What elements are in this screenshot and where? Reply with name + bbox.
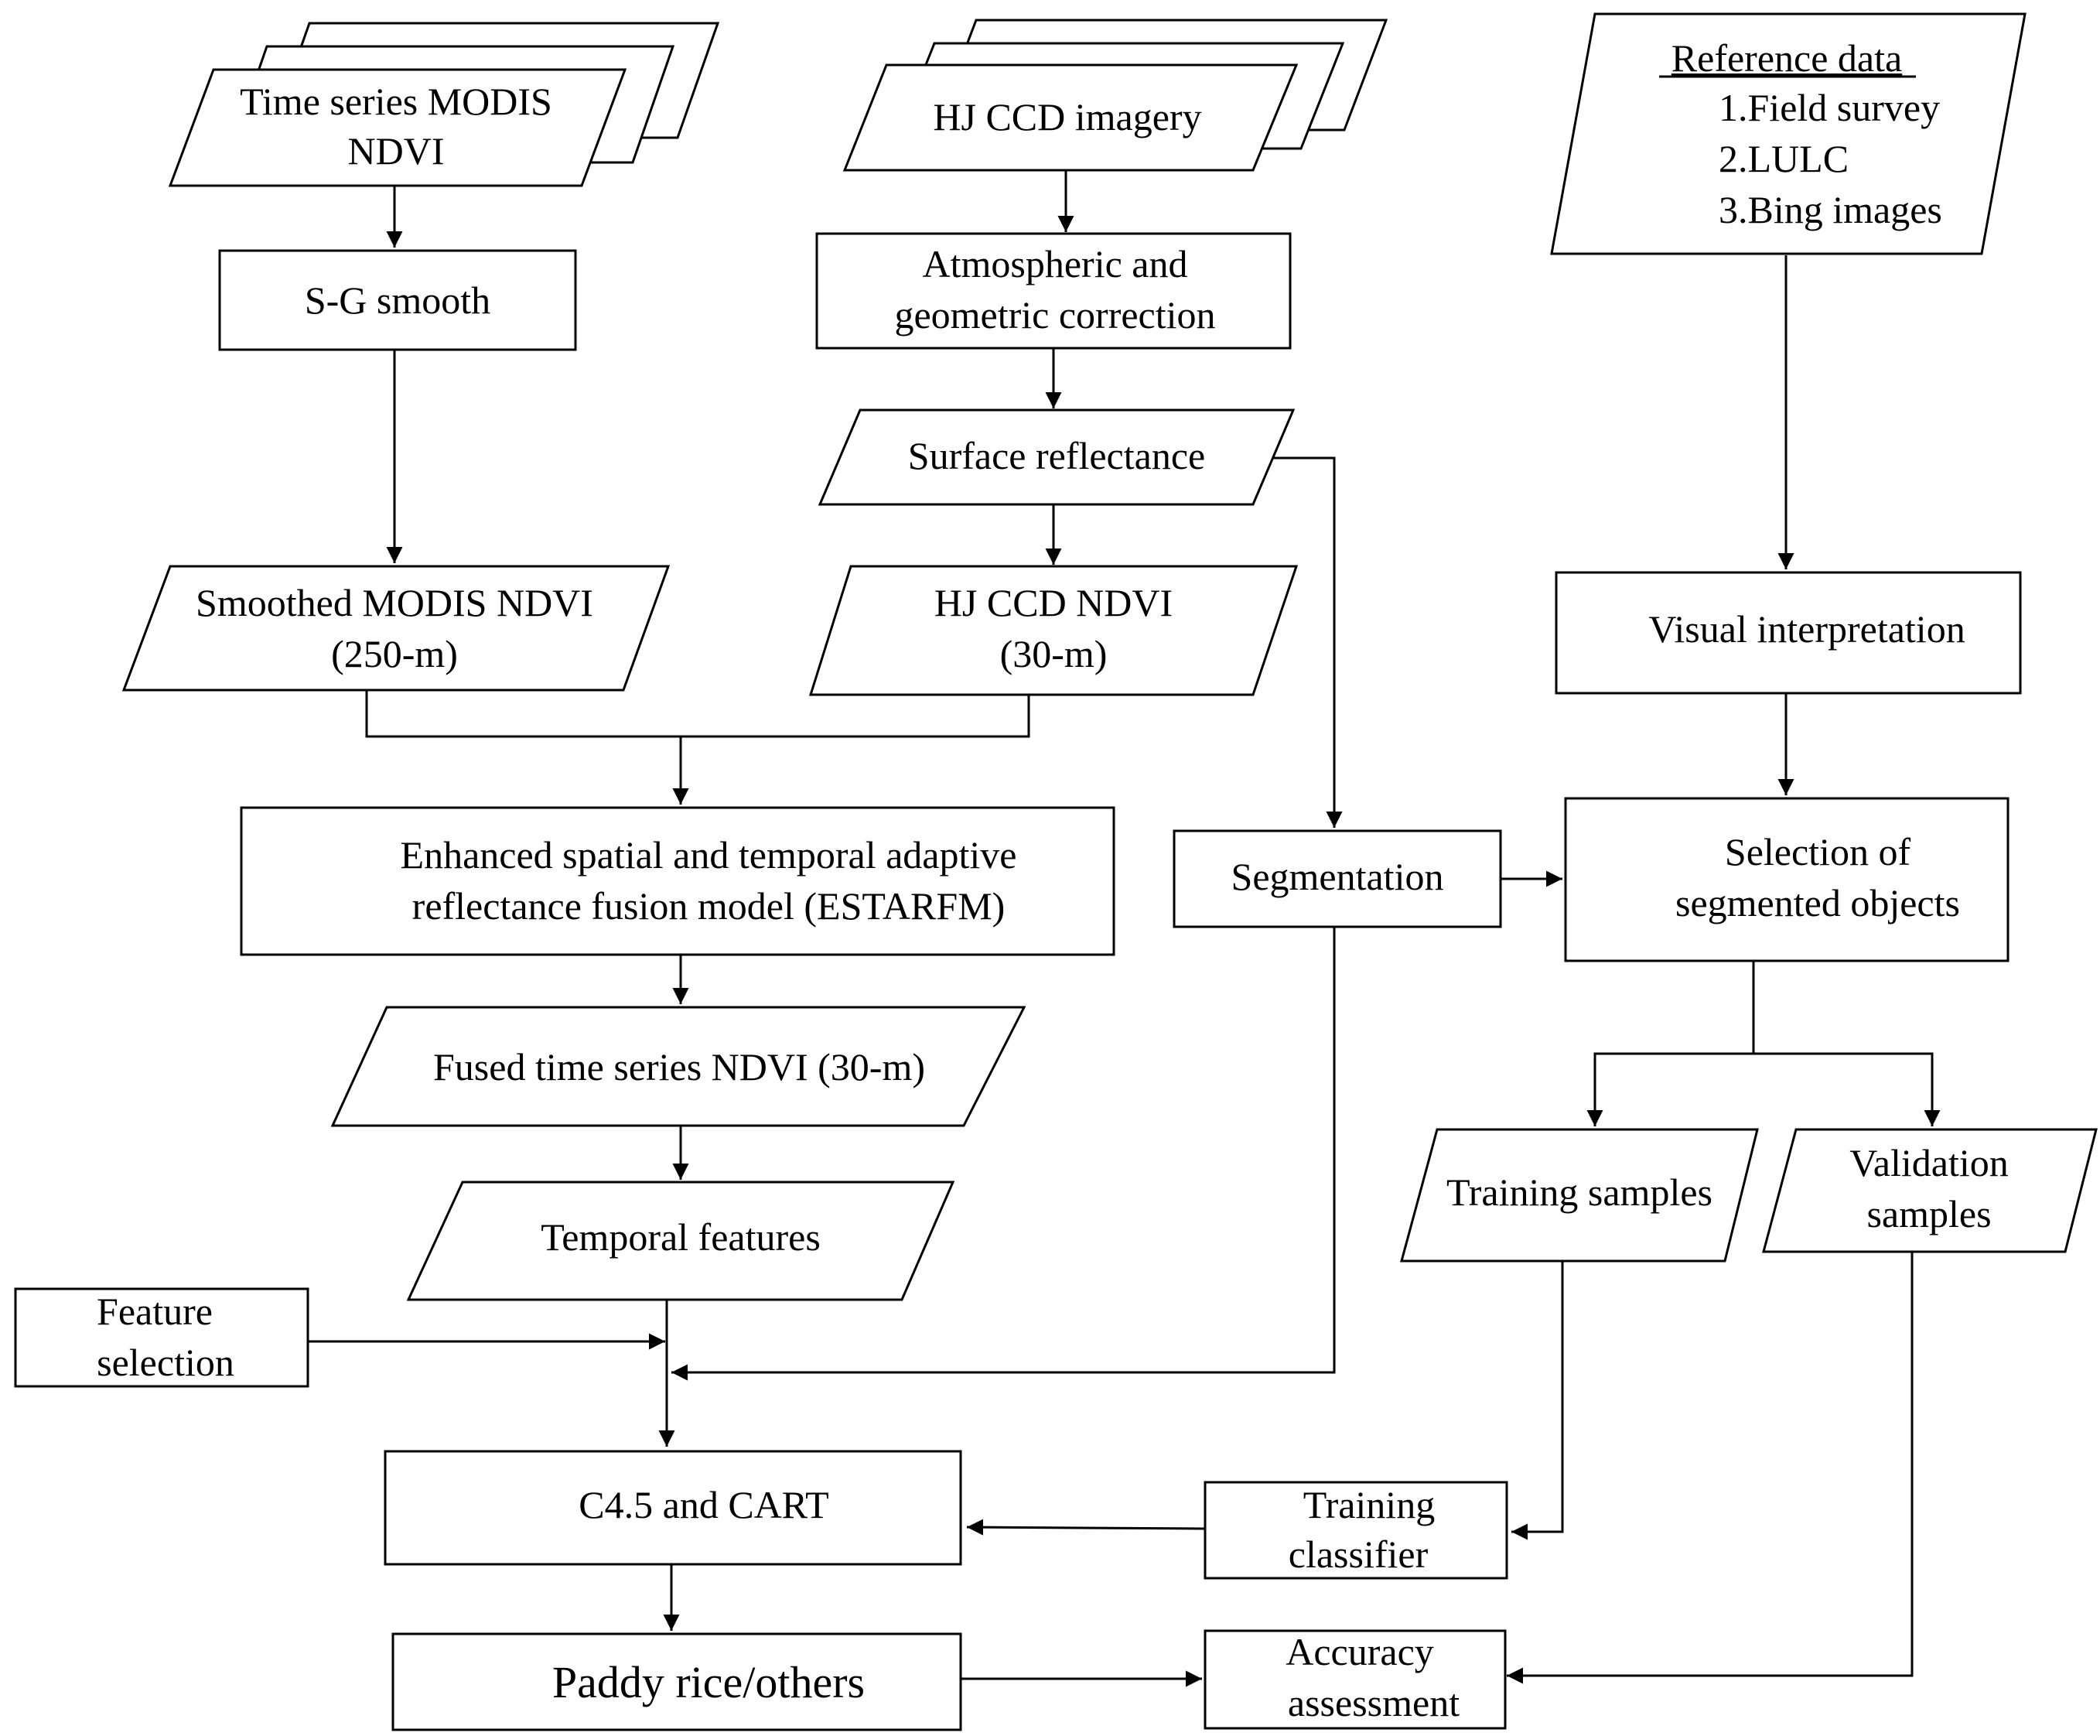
merge-ndvi-lines xyxy=(365,690,1030,738)
hj-ndvi-label-1: HJ CCD NDVI xyxy=(934,581,1173,624)
arrow-validation-to-accuracy xyxy=(1507,1252,1914,1684)
accuracy-assessment-node: Accuracy assessment xyxy=(1204,1629,1507,1730)
arrow-split-to-training xyxy=(1586,1052,1753,1126)
validation-samples-label-2: samples xyxy=(1866,1192,1991,1235)
reference-data-node: Reference data 1.Field survey 2.LULC 3.B… xyxy=(1550,12,2027,255)
training-samples-node: Training samples xyxy=(1400,1128,1759,1263)
training-samples-label: Training samples xyxy=(1446,1170,1712,1214)
sg-smooth-label: S-G smooth xyxy=(305,279,490,322)
selection-label-2: segmented objects xyxy=(1675,881,1960,924)
segmentation-label: Segmentation xyxy=(1231,855,1444,898)
temporal-features-node: Temporal features xyxy=(406,1181,955,1301)
reference-item-1: 1.Field survey xyxy=(1719,86,1940,129)
feature-selection-label-1: Feature xyxy=(97,1290,213,1333)
validation-samples-node: Validation samples xyxy=(1762,1128,2098,1253)
surface-reflectance-label: Surface reflectance xyxy=(908,434,1205,477)
validation-samples-label-1: Validation xyxy=(1849,1141,2009,1184)
smoothed-modis-node: Smoothed MODIS NDVI (250-m) xyxy=(121,565,671,692)
smoothed-modis-label-1: Smoothed MODIS NDVI xyxy=(196,581,593,624)
arrow-split-to-validation xyxy=(1753,1052,1941,1126)
reference-title: Reference data xyxy=(1671,36,1902,80)
training-classifier-label-1: Training xyxy=(1303,1483,1435,1526)
segmentation-node: Segmentation xyxy=(1173,829,1502,928)
visual-interpretation-label: Visual interpretation xyxy=(1648,607,1965,651)
arrow-segmentation-to-main xyxy=(671,927,1336,1381)
arrow-surface-to-segmentation xyxy=(1253,456,1343,828)
modis-input-stack: Time series MODIS NDVI xyxy=(168,22,720,187)
feature-selection-node: Feature selection xyxy=(14,1287,309,1388)
connectors xyxy=(308,170,1941,1687)
estarfm-label-1: Enhanced spatial and temporal adaptive xyxy=(401,833,1017,877)
atm-correction-node: Atmospheric and geometric correction xyxy=(815,232,1292,350)
smoothed-modis-label-2: (250-m) xyxy=(331,632,458,675)
arrow-classifier-to-c45 xyxy=(966,1519,1206,1536)
c45-cart-label: C4.5 and CART xyxy=(579,1483,828,1526)
atm-correction-label-1: Atmospheric and xyxy=(923,242,1188,285)
paddy-rice-label: Paddy rice/others xyxy=(552,1657,865,1707)
visual-interpretation-node: Visual interpretation xyxy=(1555,571,2022,695)
hj-ndvi-label-2: (30-m) xyxy=(1000,632,1108,675)
reference-item-2: 2.LULC xyxy=(1719,137,1849,180)
temporal-features-label: Temporal features xyxy=(541,1215,821,1259)
sg-smooth-node: S-G smooth xyxy=(218,249,577,351)
estarfm-label-2: reflectance fusion model (ESTARFM) xyxy=(412,884,1006,928)
modis-input-label-2: NDVI xyxy=(348,129,445,173)
accuracy-assessment-label-2: assessment xyxy=(1288,1681,1460,1724)
hj-input-label: HJ CCD imagery xyxy=(933,95,1201,138)
hj-input-stack: HJ CCD imagery xyxy=(842,19,1388,172)
fused-ndvi-label: Fused time series NDVI (30-m) xyxy=(433,1045,925,1088)
selection-label-1: Selection of xyxy=(1725,830,1911,873)
selection-node: Selection of segmented objects xyxy=(1564,797,2010,962)
accuracy-assessment-label-1: Accuracy xyxy=(1286,1630,1434,1673)
arrow-training-to-classifier xyxy=(1511,1261,1564,1540)
feature-selection-label-2: selection xyxy=(97,1341,234,1384)
hj-input-node xyxy=(842,63,1299,172)
c45-cart-node: C4.5 and CART xyxy=(384,1450,962,1566)
atm-correction-label-2: geometric correction xyxy=(894,293,1215,337)
paddy-rice-node: Paddy rice/others xyxy=(391,1632,962,1731)
fused-ndvi-node: Fused time series NDVI (30-m) xyxy=(330,1006,1026,1127)
estarfm-node: Enhanced spatial and temporal adaptive r… xyxy=(240,806,1115,956)
modis-input-label-1: Time series MODIS xyxy=(240,80,552,123)
training-classifier-node: Training classifier xyxy=(1204,1481,1508,1580)
surface-reflectance-node: Surface reflectance xyxy=(818,408,1296,506)
training-classifier-label-2: classifier xyxy=(1289,1533,1429,1576)
hj-ndvi-node: HJ CCD NDVI (30-m) xyxy=(808,565,1299,696)
modis-input-node xyxy=(168,68,627,187)
reference-item-3: 3.Bing images xyxy=(1719,188,1942,231)
